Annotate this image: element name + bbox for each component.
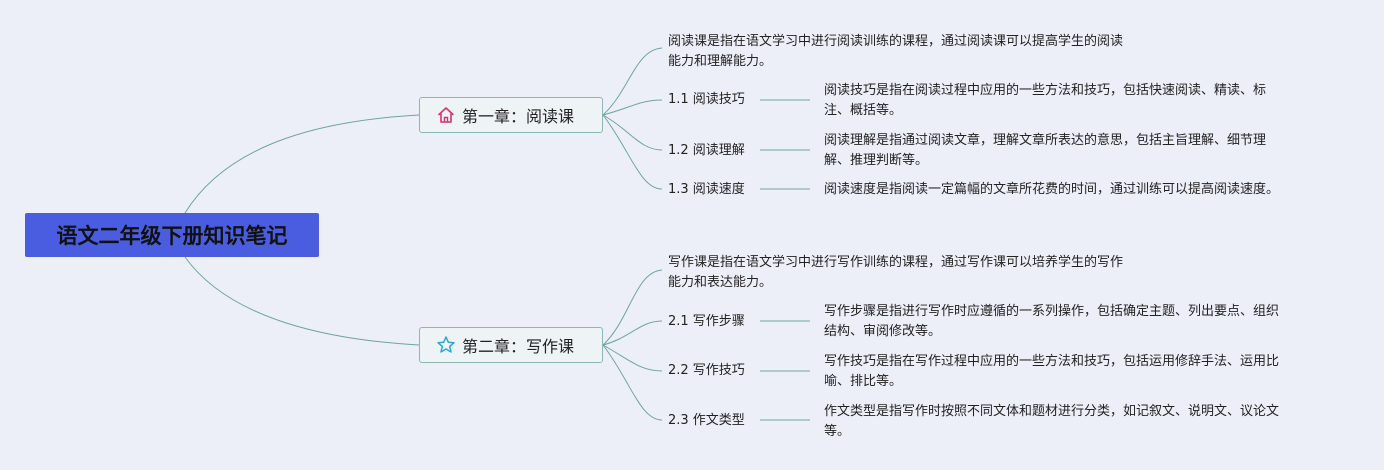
link-ch2-item1: [602, 320, 663, 346]
link-ch1-item1: [602, 99, 663, 116]
subtopic-desc: 写作步骤是指进行写作时应遵循的一系列操作，包括确定主题、列出要点、组织 结构、审…: [824, 302, 1324, 342]
subtopic-desc: 写作技巧是指在写作过程中应用的一些方法和技巧，包括运用修辞手法、运用比 喻、排比…: [824, 352, 1324, 392]
subtopic-desc-line: 写作步骤是指进行写作时应遵循的一系列操作，包括确定主题、列出要点、组织: [824, 304, 1280, 319]
chapter-intro-line: 能力和理解能力。: [668, 54, 773, 69]
house-icon: [436, 105, 456, 125]
subtopic-desc: 作文类型是指写作时按照不同文体和题材进行分类，如记叙文、说明文、议论文 等。: [824, 402, 1324, 442]
subtopic-desc-line: 结构、审阅修改等。: [824, 324, 942, 339]
subtopic-desc-line: 解、推理判断等。: [824, 153, 929, 168]
link-ch1-item3: [602, 114, 663, 190]
link-ch1-intro: [602, 47, 663, 116]
subtopic-label[interactable]: 2.1 写作步骤: [668, 314, 745, 329]
subtopic-label[interactable]: 2.2 写作技巧: [668, 363, 745, 378]
subtopic-label[interactable]: 2.3 作文类型: [668, 413, 745, 428]
subtopic-desc-line: 写作技巧是指在写作过程中应用的一些方法和技巧，包括运用修辞手法、运用比: [824, 354, 1280, 369]
chapter-intro: 写作课是指在语文学习中进行写作训练的课程，通过写作课可以培养学生的写作 能力和表…: [668, 253, 1168, 293]
link-root-chapter-1: [184, 114, 420, 214]
subtopic-desc-line: 阅读速度是指阅读一定篇幅的文章所花费的时间，通过训练可以提高阅读速度。: [824, 182, 1280, 197]
chapter-intro-line: 能力和表达能力。: [668, 275, 773, 290]
link-root-chapter-2: [184, 256, 420, 346]
subtopic-desc-line: 阅读理解是指通过阅读文章，理解文章所表达的意思，包括主旨理解、细节理: [824, 133, 1267, 148]
subtopic-desc: 阅读速度是指阅读一定篇幅的文章所花费的时间，通过训练可以提高阅读速度。: [824, 180, 1344, 200]
chapter-intro-line: 写作课是指在语文学习中进行写作训练的课程，通过写作课可以培养学生的写作: [668, 255, 1124, 270]
chapter-title: 第一章：阅读课: [462, 107, 575, 126]
root-topic-label: 语文二年级下册知识笔记: [56, 224, 288, 248]
link-ch2-item2: [602, 344, 663, 372]
link-ch2-intro: [602, 269, 663, 346]
subtopic-label[interactable]: 1.1 阅读技巧: [668, 92, 745, 107]
subtopic-desc-line: 阅读技巧是指在阅读过程中应用的一些方法和技巧，包括快速阅读、精读、标: [824, 83, 1267, 98]
subtopic-desc-line: 作文类型是指写作时按照不同文体和题材进行分类，如记叙文、说明文、议论文: [824, 404, 1280, 419]
link-ch2-item3: [602, 344, 663, 421]
subtopic-desc-line: 等。: [824, 424, 851, 439]
link-ch1-item2: [602, 114, 663, 151]
subtopic-label[interactable]: 1.2 阅读理解: [668, 143, 745, 158]
star-icon: [436, 335, 456, 355]
chapter-title: 第二章：写作课: [462, 337, 575, 356]
chapter-node-reading[interactable]: 第一章：阅读课: [419, 97, 603, 133]
subtopic-label[interactable]: 1.3 阅读速度: [668, 182, 745, 197]
chapter-intro-line: 阅读课是指在语文学习中进行阅读训练的课程，通过阅读课可以提高学生的阅读: [668, 34, 1124, 49]
subtopic-desc: 阅读技巧是指在阅读过程中应用的一些方法和技巧，包括快速阅读、精读、标 注、概括等…: [824, 81, 1324, 121]
subtopic-desc-line: 注、概括等。: [824, 103, 903, 118]
root-topic[interactable]: 语文二年级下册知识笔记: [25, 213, 319, 257]
subtopic-desc-line: 喻、排比等。: [824, 374, 903, 389]
chapter-node-writing[interactable]: 第二章：写作课: [419, 327, 603, 363]
chapter-intro: 阅读课是指在语文学习中进行阅读训练的课程，通过阅读课可以提高学生的阅读 能力和理…: [668, 32, 1168, 72]
subtopic-desc: 阅读理解是指通过阅读文章，理解文章所表达的意思，包括主旨理解、细节理 解、推理判…: [824, 131, 1324, 171]
